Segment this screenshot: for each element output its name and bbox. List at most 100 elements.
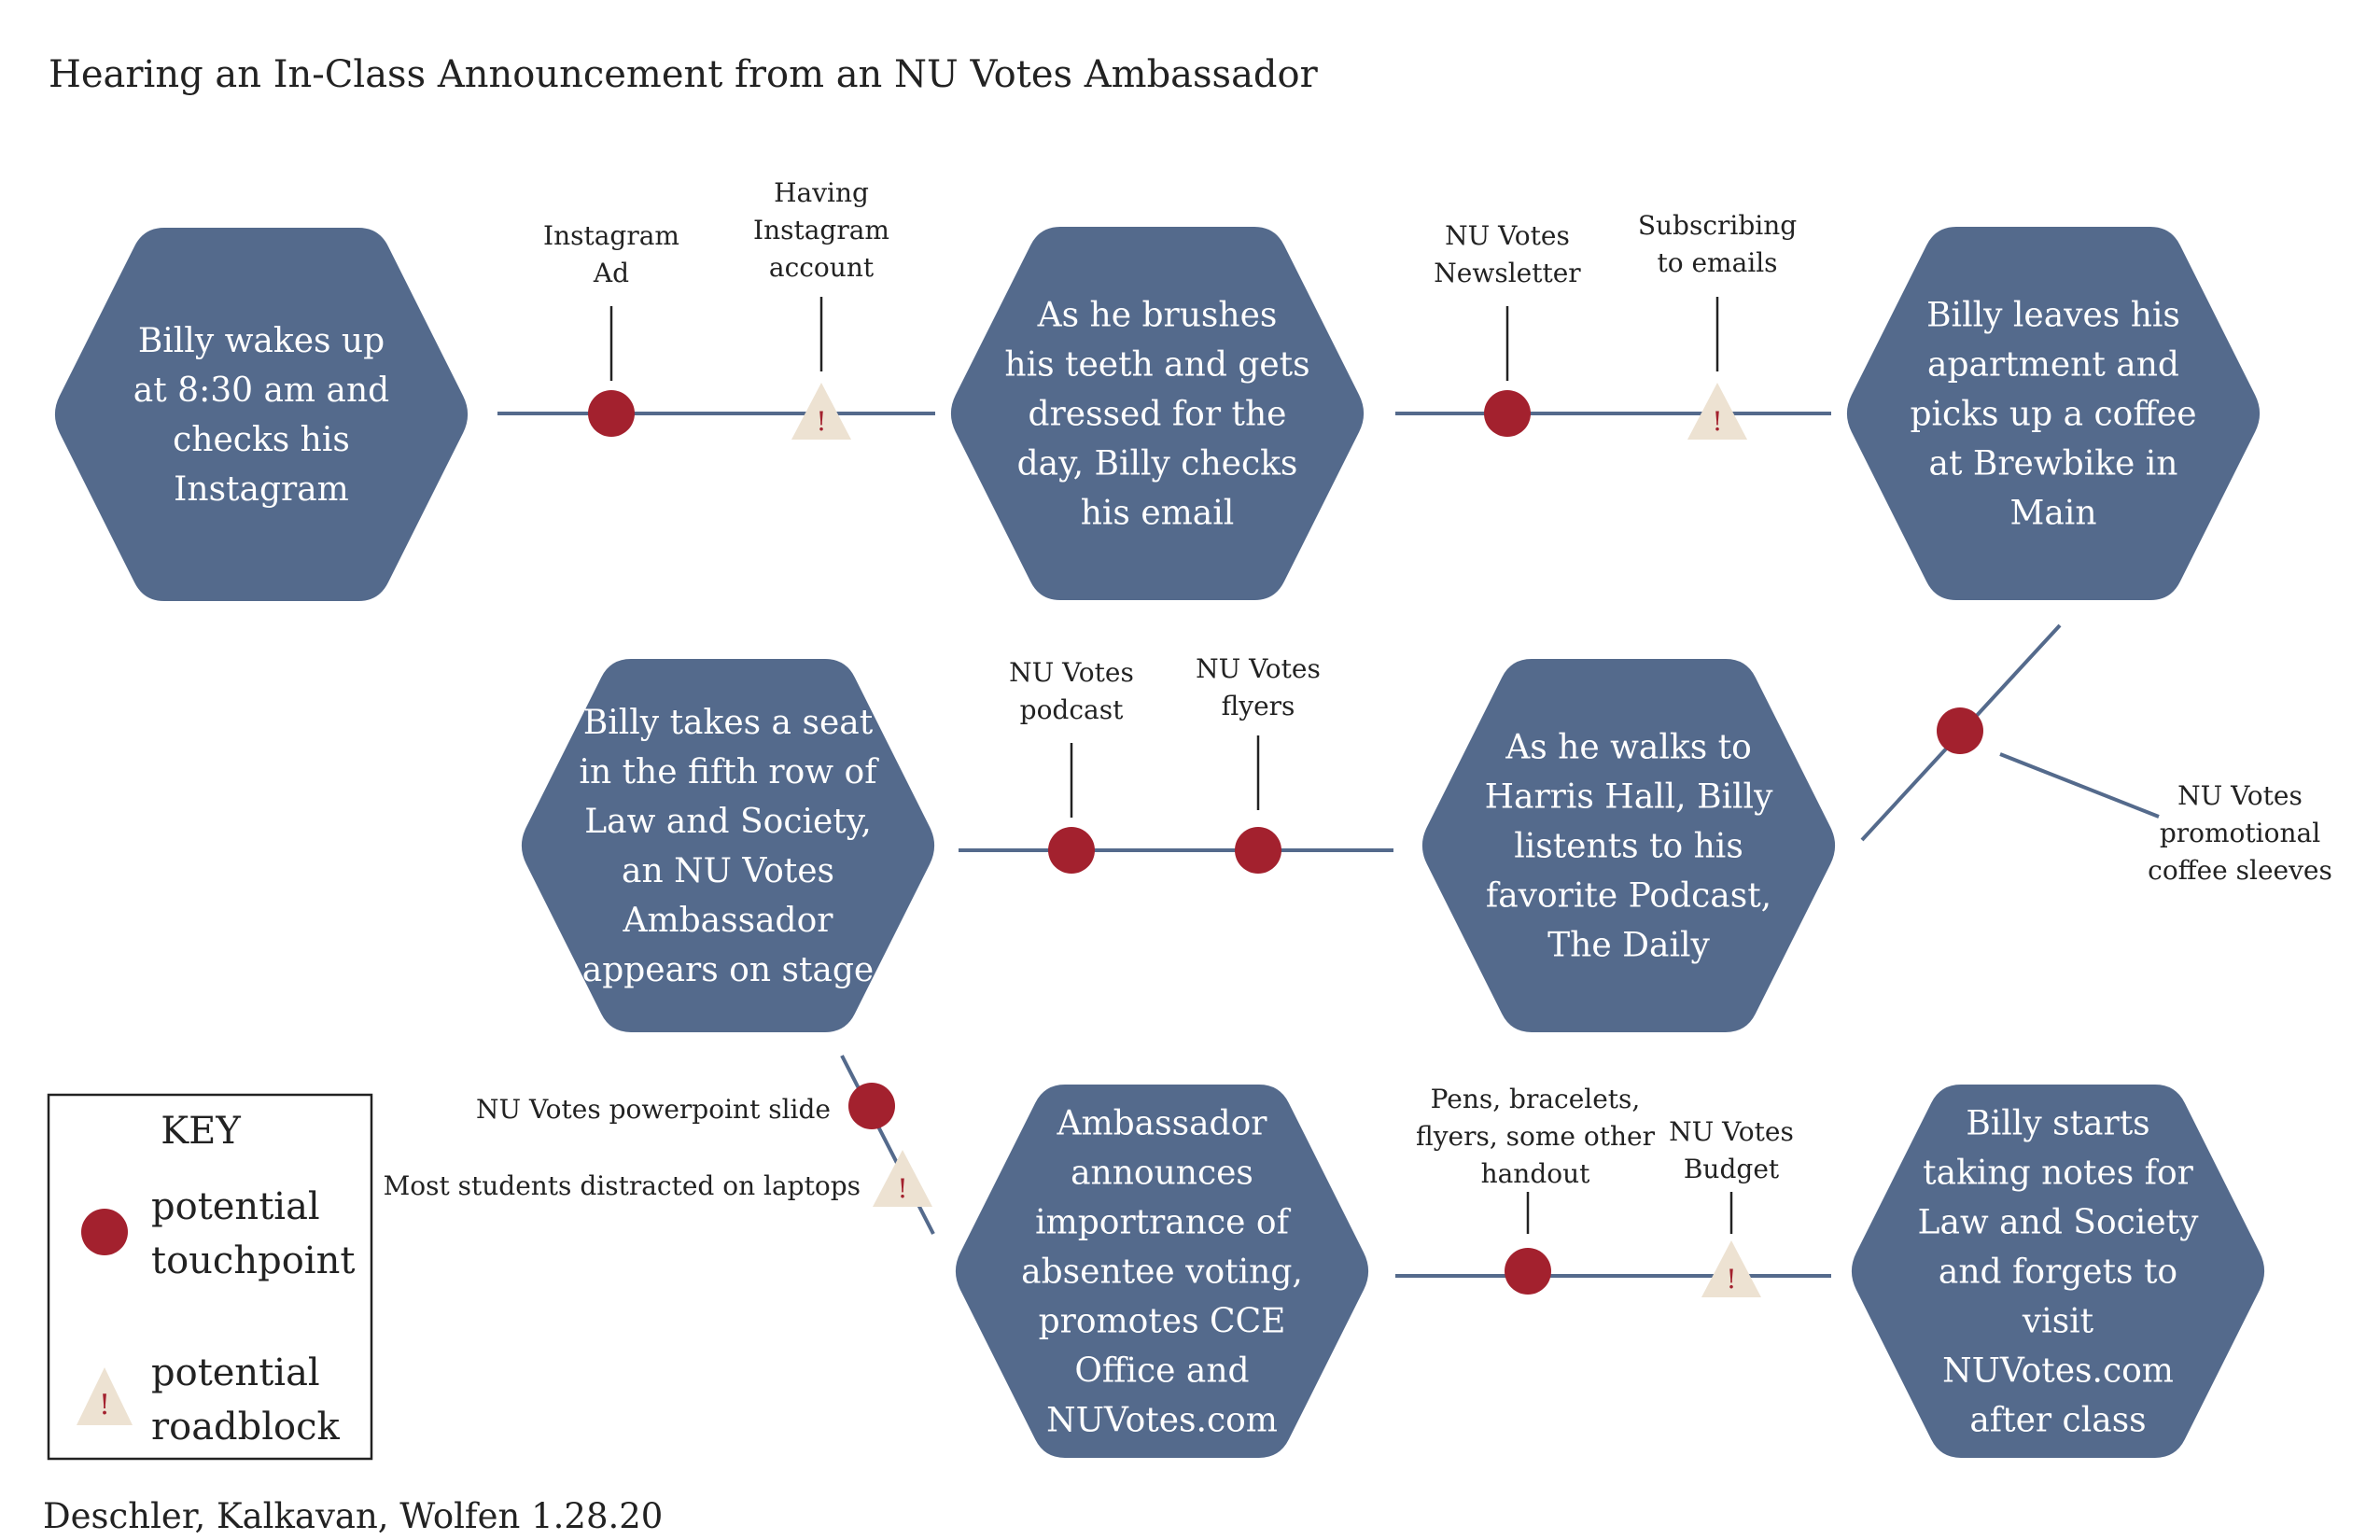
key-box bbox=[47, 1093, 373, 1461]
step-text-line: picks up a coffee bbox=[1910, 396, 2196, 434]
step-hexagon bbox=[521, 659, 935, 1032]
marker-label: NU Votes bbox=[1196, 653, 1321, 684]
step-text-line: dressed for the bbox=[1029, 396, 1287, 434]
step-text-line: in the fifth row of bbox=[579, 753, 879, 791]
roadblock-exclamation: ! bbox=[816, 406, 826, 437]
step-hexagon bbox=[1851, 1085, 2265, 1458]
journey-step-5: Billy takes a seat in the fifth row of Law… bbox=[521, 659, 935, 1032]
journey-step-2: As he brushes his teeth and gets dressed f… bbox=[950, 227, 1365, 600]
journey-step-3: Billy leaves his apartment and picks up a … bbox=[1846, 227, 2261, 600]
step-text-line: As he brushes bbox=[1037, 297, 1278, 335]
step-text-line: NUVotes.com bbox=[1942, 1352, 2174, 1391]
marker-label: Ad bbox=[593, 258, 629, 288]
key-touchpoint-icon bbox=[81, 1209, 128, 1255]
connector-line bbox=[1999, 752, 2160, 819]
step-text-line: his email bbox=[1081, 495, 1235, 533]
step-text-line: checks his bbox=[173, 421, 350, 459]
marker-label: Subscribing bbox=[1638, 210, 1797, 241]
step-text-line: Law and Society bbox=[1918, 1204, 2200, 1242]
step-text-line: NUVotes.com bbox=[1046, 1402, 1278, 1440]
roadblock-exclamation: ! bbox=[1712, 406, 1722, 437]
marker-label: account bbox=[769, 252, 875, 283]
touchpoint-dot bbox=[1505, 1248, 1551, 1295]
step-text-line: Billy leaves his bbox=[1926, 297, 2180, 335]
marker-label: handout bbox=[1481, 1158, 1591, 1189]
step-text-line: Law and Society, bbox=[584, 803, 872, 841]
step-text-line: Instagram bbox=[174, 470, 349, 509]
marker-label: Pens, bracelets, bbox=[1431, 1084, 1641, 1114]
authors-footer: Deschler, Kalkavan, Wolfen 1.28.20 bbox=[43, 1496, 663, 1536]
step-text-line: Billy starts bbox=[1966, 1105, 2149, 1143]
marker-label: Newsletter bbox=[1434, 258, 1581, 288]
step-text-line: an NU Votes bbox=[622, 852, 834, 890]
step-hexagon bbox=[1846, 227, 2261, 600]
step-text-line: after class bbox=[1969, 1402, 2146, 1440]
page-title: Hearing an In-Class Announcement from an… bbox=[49, 53, 1319, 96]
marker-label: Instagram bbox=[753, 215, 889, 245]
step-text-line: at 8:30 am and bbox=[133, 371, 389, 410]
key-title: KEY bbox=[161, 1110, 241, 1153]
step-text-line: appears on stage bbox=[582, 951, 875, 989]
touchpoint-dot bbox=[848, 1083, 895, 1129]
touchpoint-dot bbox=[588, 390, 635, 437]
step-text-line: Ambassador bbox=[1057, 1105, 1268, 1143]
marker-label: flyers, some other bbox=[1416, 1121, 1656, 1152]
step-text-line: taking notes for bbox=[1923, 1155, 2193, 1193]
step-text-line: day, Billy checks bbox=[1017, 445, 1298, 483]
step-hexagon bbox=[1421, 659, 1836, 1032]
marker-label: flyers bbox=[1222, 691, 1295, 721]
marker-label: podcast bbox=[1020, 694, 1124, 725]
step-text-line: and forgets to bbox=[1939, 1253, 2177, 1292]
step-text-line: announces bbox=[1071, 1155, 1253, 1193]
connector-line bbox=[840, 1055, 935, 1235]
marker-roadblock: !Most students distracted on laptops bbox=[384, 1150, 932, 1207]
marker-label: coffee sleeves bbox=[2148, 855, 2332, 886]
step-text-line: Billy takes a seat bbox=[583, 704, 874, 742]
step-hexagon bbox=[54, 228, 469, 601]
key-touchpoint-label-2: touchpoint bbox=[151, 1239, 355, 1282]
key-roadblock-label-2: roadblock bbox=[151, 1406, 341, 1449]
marker-label: Budget bbox=[1684, 1154, 1780, 1184]
step-text-line: his teeth and gets bbox=[1004, 346, 1309, 385]
step-text-line: Harris Hall, Billy bbox=[1485, 778, 1773, 817]
marker-label: NU Votes bbox=[2177, 780, 2303, 811]
journey-steps: Billy wakes up at 8:30 am and checks hisIn… bbox=[54, 227, 2265, 1458]
step-text-line: absentee voting, bbox=[1021, 1253, 1303, 1292]
roadblock-triangle bbox=[1687, 383, 1747, 440]
roadblock-triangle bbox=[791, 383, 851, 440]
key-touchpoint-label-1: potential bbox=[151, 1185, 320, 1228]
step-text-line: importrance of bbox=[1035, 1204, 1291, 1242]
step-text-line: promotes CCE bbox=[1039, 1303, 1286, 1341]
marker-label: Instagram bbox=[543, 220, 679, 251]
marker-touchpoint: NU Votes powerpoint slide bbox=[476, 1083, 895, 1129]
journey-step-6: Ambassador announces importrance of absente… bbox=[955, 1085, 1369, 1458]
step-text-line: apartment and bbox=[1927, 346, 2179, 385]
step-text-line: As he walks to bbox=[1505, 729, 1752, 767]
touchpoint-dot bbox=[1484, 390, 1531, 437]
key-roadblock-label-1: potential bbox=[151, 1351, 320, 1394]
step-text-line: Billy wakes up bbox=[138, 322, 385, 360]
journey-step-1: Billy wakes up at 8:30 am and checks hisIn… bbox=[54, 228, 469, 601]
roadblock-triangle bbox=[1701, 1240, 1761, 1297]
step-text-line: visit bbox=[2022, 1303, 2094, 1341]
marker-label: NU Votes powerpoint slide bbox=[476, 1094, 831, 1125]
marker-label: Most students distracted on laptops bbox=[384, 1170, 861, 1201]
marker-touchpoint: Pens, bracelets, flyers, some other handou… bbox=[1416, 1084, 1656, 1295]
marker-label: NU Votes bbox=[1669, 1116, 1794, 1147]
legend-key: KEY potential touchpoint ! potential roa… bbox=[47, 1093, 373, 1461]
step-text-line: Office and bbox=[1074, 1352, 1249, 1391]
key-roadblock-icon bbox=[77, 1367, 133, 1425]
marker-label: Having bbox=[774, 177, 869, 208]
